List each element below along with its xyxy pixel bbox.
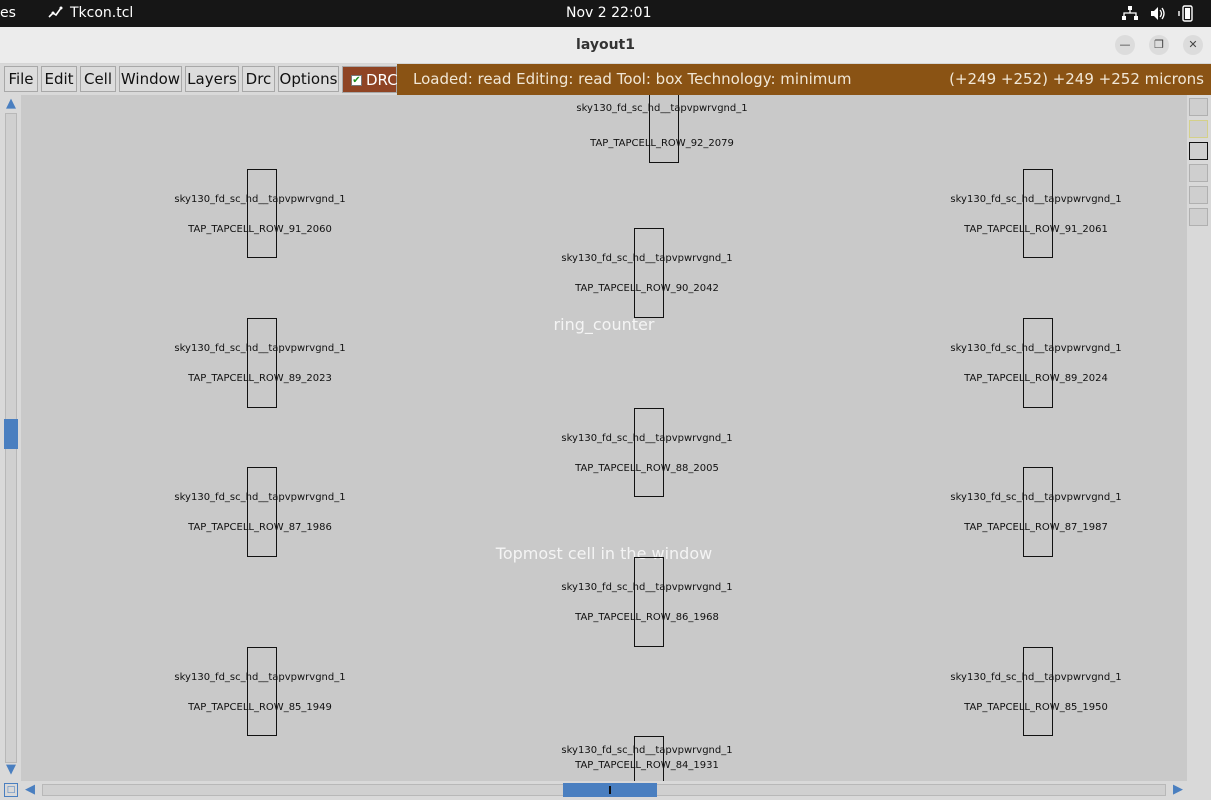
instance-name-label: TAP_TAPCELL_ROW_91_2061 [964, 224, 1108, 235]
cell-type-label: sky130_fd_sc_hd__tapvpwrvgnd_1 [174, 343, 346, 354]
toolbar-button-4[interactable] [1189, 164, 1208, 182]
menu-file[interactable]: File [4, 66, 38, 92]
instance-name-label: TAP_TAPCELL_ROW_88_2005 [575, 463, 719, 474]
menu-layers[interactable]: Layers [185, 66, 239, 92]
cursor-coordinates: (+249 +252) +249 +252 microns [949, 70, 1204, 88]
menu-window[interactable]: Window [119, 66, 182, 92]
maximize-button[interactable]: ❐ [1149, 35, 1169, 55]
tap-cell-box[interactable] [247, 647, 277, 736]
cell-type-label: sky130_fd_sc_hd__tapvpwrvgnd_1 [561, 253, 733, 264]
horizontal-scroll-grip [609, 786, 611, 794]
instance-name-label: TAP_TAPCELL_ROW_89_2023 [188, 373, 332, 384]
window-title: layout1 [576, 37, 635, 53]
horizontal-scrollbar[interactable]: □ ◀ ▶ [0, 781, 1211, 800]
cell-type-label: sky130_fd_sc_hd__tapvpwrvgnd_1 [950, 672, 1122, 683]
cell-type-label: sky130_fd_sc_hd__tapvpwrvgnd_1 [576, 103, 748, 114]
tap-cell-box[interactable] [634, 557, 664, 647]
tap-cell-box[interactable] [634, 228, 664, 318]
tap-cell-box[interactable] [634, 408, 664, 497]
instance-name-label: TAP_TAPCELL_ROW_90_2042 [575, 283, 719, 294]
scroll-right-arrow-icon[interactable]: ▶ [1173, 782, 1183, 797]
tap-cell-box[interactable] [247, 318, 277, 408]
volume-icon[interactable] [1149, 5, 1167, 22]
instance-name-label: TAP_TAPCELL_ROW_84_1931 [575, 760, 719, 771]
cell-type-label: sky130_fd_sc_hd__tapvpwrvgnd_1 [561, 582, 733, 593]
instance-name-label: TAP_TAPCELL_ROW_87_1986 [188, 522, 332, 533]
cell-type-label: sky130_fd_sc_hd__tapvpwrvgnd_1 [950, 492, 1122, 503]
tkcon-app-icon [48, 6, 63, 18]
cell-type-label: sky130_fd_sc_hd__tapvpwrvgnd_1 [174, 672, 346, 683]
layout-canvas[interactable]: ring_counter Topmost cell in the window … [21, 95, 1187, 781]
instance-name-label: TAP_TAPCELL_ROW_85_1950 [964, 702, 1108, 713]
close-icon: ✕ [1188, 38, 1198, 51]
close-button[interactable]: ✕ [1183, 35, 1203, 55]
instance-name-label: TAP_TAPCELL_ROW_85_1949 [188, 702, 332, 713]
menu-drc[interactable]: Drc [242, 66, 275, 92]
cell-type-label: sky130_fd_sc_hd__tapvpwrvgnd_1 [950, 194, 1122, 205]
drc-toggle[interactable]: ✔ DRC [342, 66, 398, 93]
tap-cell-box[interactable] [1023, 169, 1053, 258]
scroll-down-arrow-icon[interactable]: ▼ [6, 762, 16, 777]
tap-cell-box[interactable] [649, 95, 679, 163]
status-text: Loaded: read Editing: read Tool: box Tec… [413, 70, 852, 88]
status-bar: Loaded: read Editing: read Tool: box Tec… [397, 64, 1211, 95]
toolbar-button-1[interactable] [1189, 98, 1208, 116]
canvas-hint-text: Topmost cell in the window [495, 544, 713, 563]
drc-checkbox[interactable]: ✔ [351, 75, 362, 86]
tap-cell-box[interactable] [1023, 318, 1053, 408]
system-top-bar: es Tkcon.tcl Nov 2 22:01 [0, 0, 1211, 27]
drc-toggle-label: DRC [366, 71, 398, 89]
toolbar-button-2[interactable] [1189, 120, 1208, 138]
menu-bar: File Edit Cell Window Layers Drc Options… [0, 64, 1211, 95]
network-icon[interactable] [1121, 5, 1139, 22]
right-toolbar [1187, 95, 1211, 781]
instance-name-label: TAP_TAPCELL_ROW_91_2060 [188, 224, 332, 235]
cell-type-label: sky130_fd_sc_hd__tapvpwrvgnd_1 [174, 492, 346, 503]
top-cell-name: ring_counter [553, 315, 655, 334]
instance-name-label: TAP_TAPCELL_ROW_92_2079 [590, 138, 734, 149]
window-title-bar[interactable]: layout1 — ❐ ✕ [0, 27, 1211, 64]
app-menu-name[interactable]: Tkcon.tcl [70, 5, 134, 21]
tap-cell-box[interactable] [1023, 467, 1053, 557]
vertical-scroll-thumb[interactable] [4, 419, 18, 449]
toolbar-button-5[interactable] [1189, 186, 1208, 204]
battery-icon[interactable] [1178, 5, 1196, 22]
cell-type-label: sky130_fd_sc_hd__tapvpwrvgnd_1 [561, 745, 733, 756]
instance-name-label: TAP_TAPCELL_ROW_86_1968 [575, 612, 719, 623]
minimize-button[interactable]: — [1115, 35, 1135, 55]
zoom-box-icon[interactable]: □ [4, 783, 18, 797]
cell-type-label: sky130_fd_sc_hd__tapvpwrvgnd_1 [174, 194, 346, 205]
clock[interactable]: Nov 2 22:01 [566, 5, 652, 21]
activities-button[interactable]: es [0, 5, 16, 21]
vertical-scrollbar[interactable]: ▲ ▼ [0, 95, 21, 781]
menu-edit[interactable]: Edit [41, 66, 77, 92]
instance-name-label: TAP_TAPCELL_ROW_89_2024 [964, 373, 1108, 384]
menu-cell[interactable]: Cell [80, 66, 116, 92]
tap-cell-box[interactable] [634, 736, 664, 781]
scroll-up-arrow-icon[interactable]: ▲ [6, 96, 16, 111]
cell-type-label: sky130_fd_sc_hd__tapvpwrvgnd_1 [561, 433, 733, 444]
scroll-left-arrow-icon[interactable]: ◀ [25, 782, 35, 797]
toolbar-button-3[interactable] [1189, 142, 1208, 160]
restore-icon: ❐ [1154, 38, 1164, 51]
instance-name-label: TAP_TAPCELL_ROW_87_1987 [964, 522, 1108, 533]
minimize-icon: — [1119, 38, 1131, 51]
menu-options[interactable]: Options [278, 66, 339, 92]
toolbar-button-6[interactable] [1189, 208, 1208, 226]
tap-cell-box[interactable] [247, 467, 277, 557]
cell-type-label: sky130_fd_sc_hd__tapvpwrvgnd_1 [950, 343, 1122, 354]
tap-cell-box[interactable] [1023, 647, 1053, 736]
tap-cell-box[interactable] [247, 169, 277, 258]
